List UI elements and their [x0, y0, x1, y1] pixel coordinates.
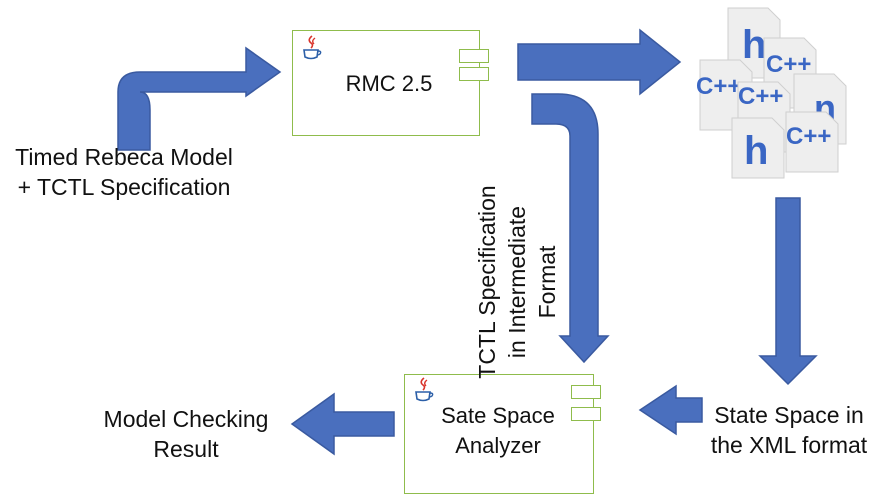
arrow-xml-to-analyzer	[638, 384, 703, 436]
java-cup-icon	[415, 377, 434, 402]
analyzer-port-bottom	[571, 407, 601, 421]
rmc-port-bottom	[459, 67, 489, 81]
arrow-analyzer-to-result	[290, 392, 395, 456]
svg-text:C++: C++	[696, 73, 741, 100]
rmc-title: RMC 2.5	[345, 71, 433, 96]
java-cup-icon	[303, 35, 322, 60]
rmc-port-top	[459, 49, 489, 63]
tctl-edge-label: TCTL Specification in Intermediate Forma…	[474, 185, 560, 379]
diagram-canvas: h C++ C++ C++ n h C++	[117, 7, 847, 456]
analyzer-port-top	[571, 385, 601, 399]
svg-text:C++: C++	[738, 83, 783, 110]
file-icon: h	[731, 117, 785, 179]
analyzer-component: Sate Space Analyzer	[404, 374, 601, 494]
rmc-component: RMC 2.5	[292, 30, 489, 136]
input-label: Timed Rebeca Model + TCTL Specification	[15, 144, 233, 200]
analyzer-title: Sate Space Analyzer	[441, 403, 555, 458]
arrow-rmc-to-analyzer	[531, 93, 610, 364]
arrow-input-to-rmc	[117, 46, 282, 151]
svg-text:C++: C++	[786, 123, 831, 150]
svg-text:h: h	[744, 129, 768, 173]
arrow-rmc-to-files	[517, 28, 682, 96]
result-label: Model Checking Result	[103, 406, 269, 462]
arrow-files-to-xml	[758, 197, 818, 386]
cpp-header-files-icon: h C++ C++ C++ n h C++	[696, 7, 847, 179]
svg-text:h: h	[742, 23, 766, 67]
file-icon: C++	[785, 111, 839, 173]
xml-label: State Space in the XML format	[710, 402, 868, 458]
